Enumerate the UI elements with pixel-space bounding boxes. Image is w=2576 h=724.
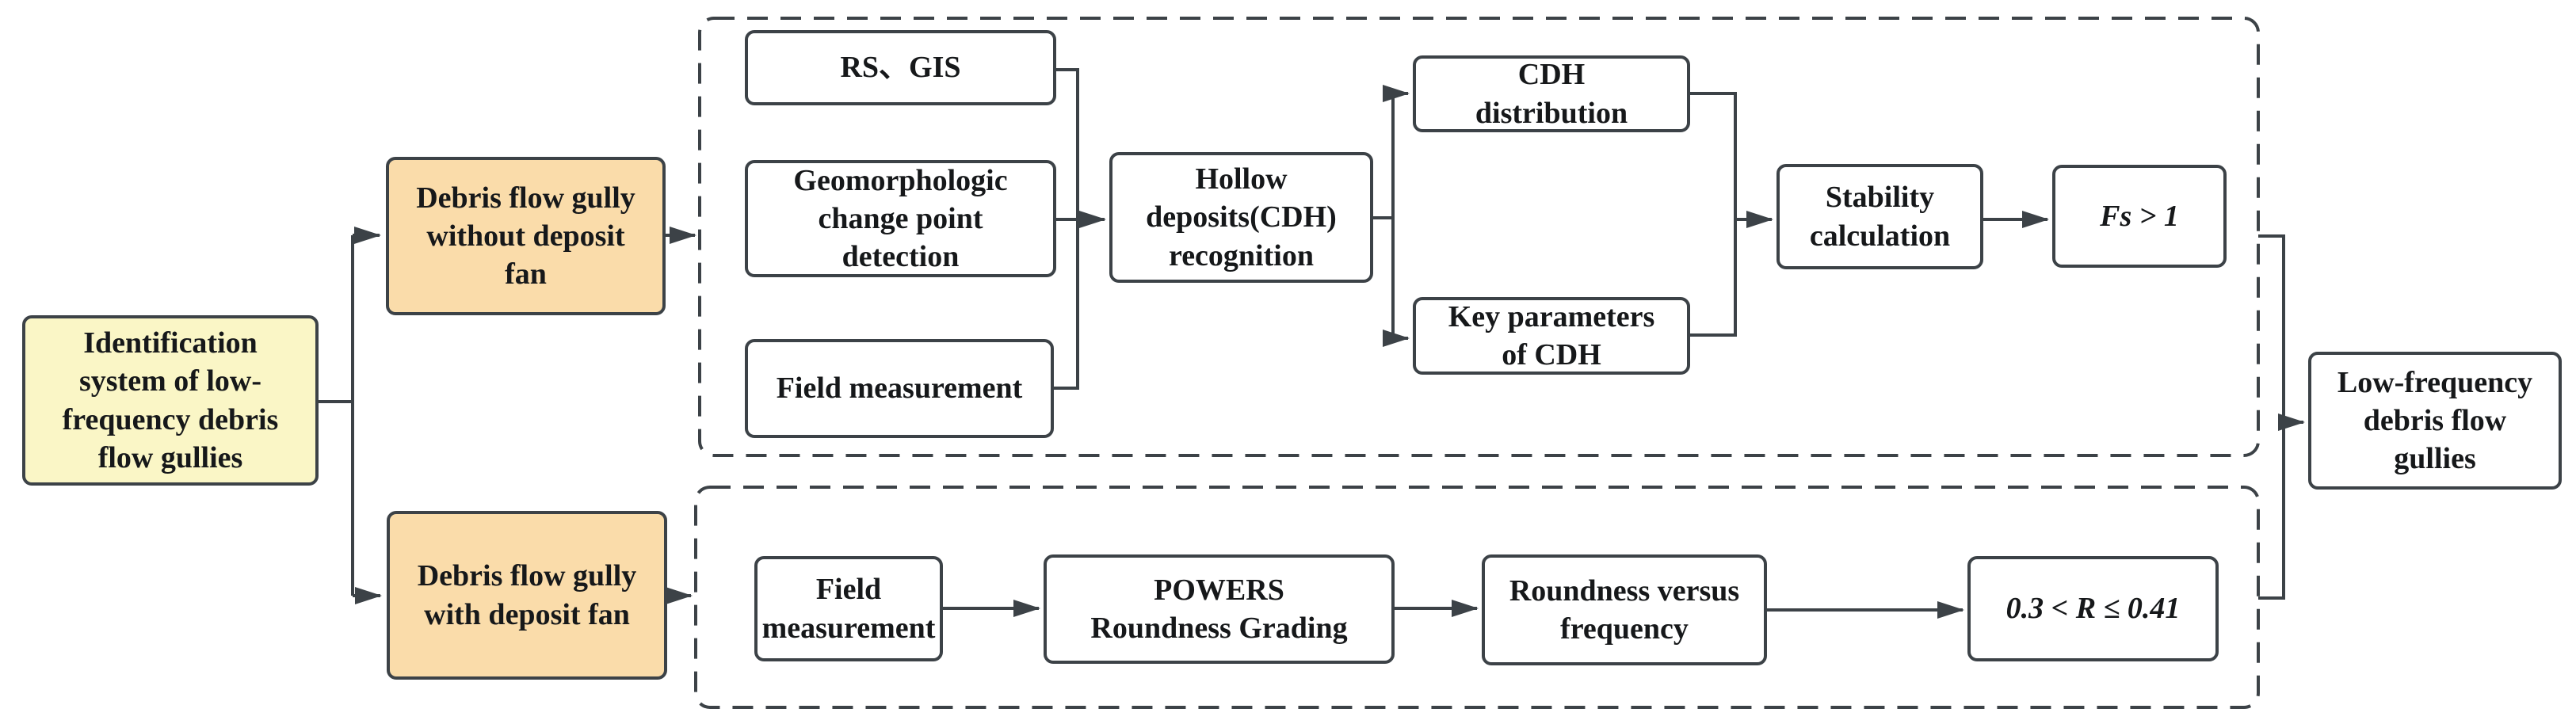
node-identification-system: Identification system of low- frequency … (22, 315, 319, 486)
node-cdh-distribution: CDH distribution (1413, 55, 1690, 132)
connector-root-split (319, 235, 354, 596)
node-stability-calculation: Stability calculation (1776, 164, 1983, 269)
connector-cdh-merge (1690, 92, 1737, 337)
node-key-parameters: Key parameters of CDH (1413, 297, 1690, 375)
node-result-gullies: Low-frequency debris flow gullies (2308, 352, 2562, 490)
node-field-measurement-bottom: Field measurement (754, 556, 943, 661)
node-fs-condition: Fs > 1 (2052, 165, 2227, 268)
node-gully-without-fan: Debris flow gully without deposit fan (386, 157, 666, 315)
node-field-measurement-top: Field measurement (745, 339, 1054, 438)
node-roundness-condition: 0.3 < R ≤ 0.41 (1967, 556, 2219, 661)
node-geomorphologic-detection: Geomorphologic change point detection (745, 160, 1056, 277)
connector-result-collector (2258, 234, 2285, 600)
node-roundness-frequency: Roundness versus frequency (1482, 554, 1767, 665)
connector-inputs-merge (1054, 68, 1079, 390)
connector-hollow-branch (1373, 93, 1395, 338)
node-rs-gis: RS、GIS (745, 30, 1056, 105)
with-fan-group-frame (694, 486, 2260, 709)
without-fan-group-frame (698, 17, 2260, 457)
node-gully-with-fan: Debris flow gully with deposit fan (387, 511, 667, 680)
node-hollow-deposits-recognition: Hollow deposits(CDH) recognition (1109, 152, 1373, 283)
node-powers-grading: POWERS Roundness Grading (1044, 554, 1395, 664)
